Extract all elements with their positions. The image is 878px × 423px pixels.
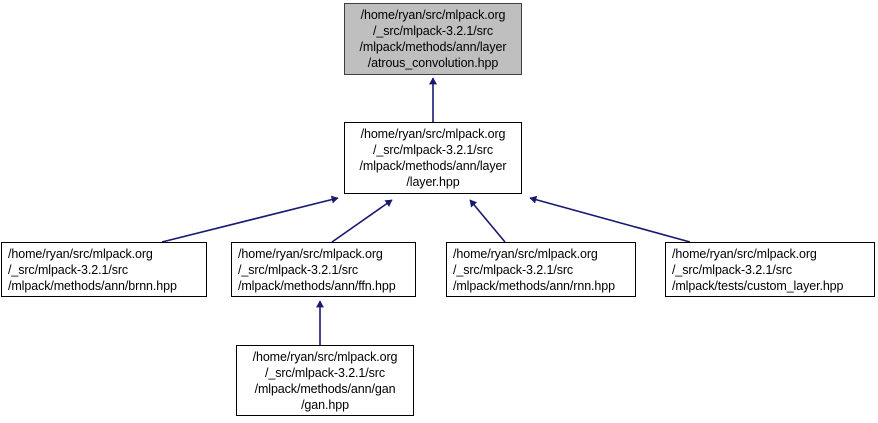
- node-text-line: /atrous_convolution.hpp: [367, 56, 499, 70]
- node-text-line: /home/ryan/src/mlpack.org: [8, 246, 153, 261]
- edge-ffn-to-layer: [331, 199, 393, 243]
- node-layer-hpp[interactable]: /home/ryan/src/mlpack.org /_src/mlpack-3…: [344, 122, 522, 194]
- node-rnn-hpp[interactable]: /home/ryan/src/mlpack.org /_src/mlpack-3…: [446, 242, 636, 297]
- node-text-line: /mlpack/methods/ann/layer: [359, 40, 507, 54]
- edge-rnn-to-layer: [469, 199, 506, 243]
- node-ffn-hpp[interactable]: /home/ryan/src/mlpack.org /_src/mlpack-3…: [231, 242, 416, 297]
- node-text-line: /home/ryan/src/mlpack.org: [238, 246, 383, 261]
- node-text-line: /mlpack/methods/ann/brnn.hpp: [8, 278, 177, 293]
- node-custom-layer-hpp[interactable]: /home/ryan/src/mlpack.org /_src/mlpack-3…: [665, 242, 875, 297]
- node-text-line: /mlpack/methods/ann/ffn.hpp: [238, 278, 396, 293]
- edge-brnn-to-layer: [161, 195, 339, 243]
- node-text-line: /mlpack/methods/ann/layer: [359, 159, 507, 173]
- node-text-line: /home/ryan/src/mlpack.org: [360, 8, 506, 22]
- node-brnn-hpp[interactable]: /home/ryan/src/mlpack.org /_src/mlpack-3…: [1, 242, 207, 297]
- node-text-line: /gan.hpp: [301, 397, 349, 412]
- edge-custom-layer-to-layer: [529, 195, 691, 243]
- node-text-line: /_src/mlpack-3.2.1/src: [8, 262, 129, 277]
- node-text-line: /_src/mlpack-3.2.1/src: [372, 24, 494, 38]
- node-text-line: /_src/mlpack-3.2.1/src: [372, 143, 494, 157]
- node-text-line: /mlpack/methods/ann/rnn.hpp: [453, 278, 615, 293]
- node-gan-hpp[interactable]: /home/ryan/src/mlpack.org /_src/mlpack-3…: [236, 345, 414, 416]
- node-text-line: /home/ryan/src/mlpack.org: [360, 127, 506, 141]
- node-text-line: /_src/mlpack-3.2.1/src: [453, 262, 574, 277]
- node-text-line: /mlpack/tests/custom_layer.hpp: [672, 278, 844, 293]
- node-text-line: /layer.hpp: [406, 175, 460, 189]
- node-text-line: /_src/mlpack-3.2.1/src: [672, 262, 793, 277]
- node-text-line: /home/ryan/src/mlpack.org: [453, 246, 598, 261]
- node-text-line: /_src/mlpack-3.2.1/src: [264, 365, 386, 380]
- node-atrous-convolution-hpp[interactable]: /home/ryan/src/mlpack.org /_src/mlpack-3…: [344, 3, 522, 75]
- node-text-line: /_src/mlpack-3.2.1/src: [238, 262, 359, 277]
- node-text-line: /mlpack/methods/ann/gan: [254, 381, 396, 396]
- node-text-line: /home/ryan/src/mlpack.org: [252, 349, 398, 364]
- node-text-line: /home/ryan/src/mlpack.org: [672, 246, 817, 261]
